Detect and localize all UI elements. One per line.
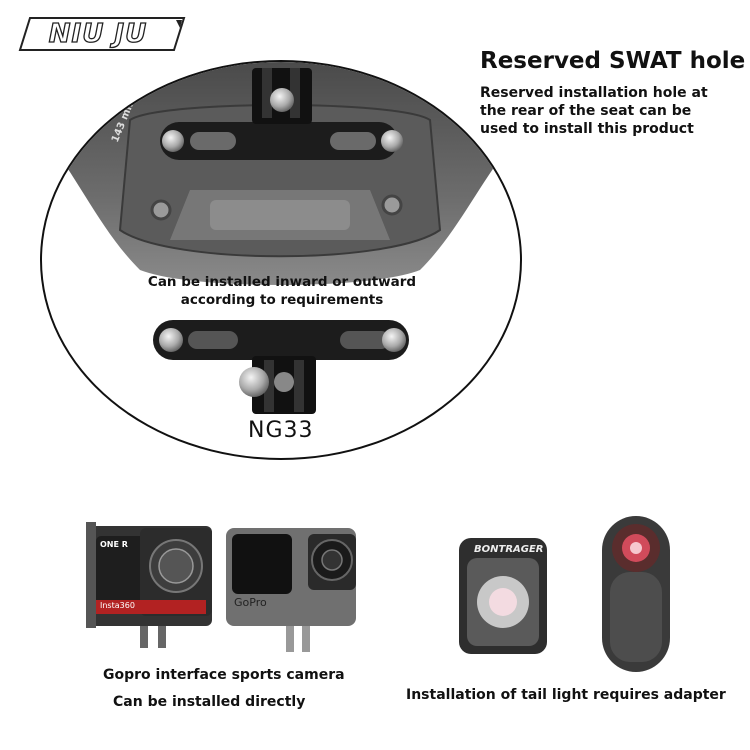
camera-caption-line1: Gopro interface sports camera [103,667,345,683]
radar-tail-light-image [602,516,670,672]
gopro-camera-image [226,528,356,652]
insta360-camera-image [86,522,212,648]
install-note-line2: according to requirements [180,292,384,308]
brand-logo: NIU JU [18,14,186,54]
tail-light-caption: Installation of tail light requires adap… [406,687,726,703]
insta-badge: ONE R [100,540,128,549]
seat-detail-callout: 143 mm Can be installed inward or outwar… [40,60,522,460]
bontrager-tail-light-image [459,538,547,654]
insta-brand: Insta360 [100,601,135,610]
product-model-label: NG33 [248,418,314,443]
install-note-line1: Can be installed inward or outward [147,274,417,290]
brand-logo-text: NIU JU [48,18,148,49]
gopro-brand: GoPro [234,596,267,609]
seat-rear-image [42,62,520,414]
camera-caption-line2: Can be installed directly [113,694,306,710]
swat-description: Reserved installation hole at the rear o… [480,85,708,137]
bontrager-brand: BONTRAGER [474,544,544,555]
swat-title: Reserved SWAT hole [480,48,746,74]
